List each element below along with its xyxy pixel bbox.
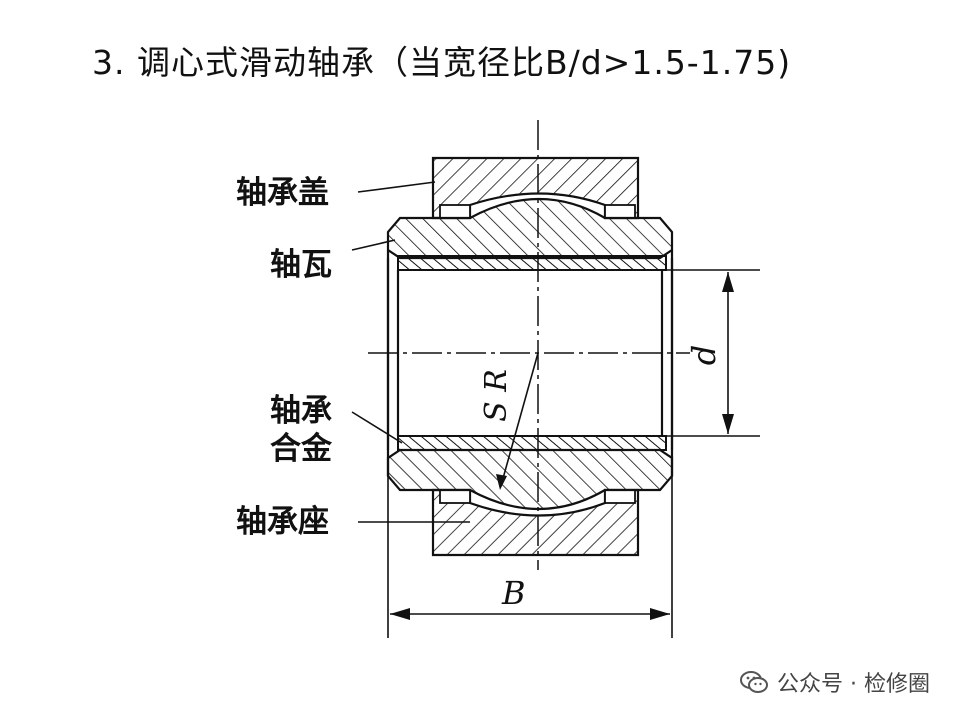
dim-label-d: d: [685, 344, 724, 366]
d-arrow-bottom: [722, 414, 734, 434]
alloy-liner-bottom: [397, 435, 667, 451]
page-title: 3. 调心式滑动轴承（当宽径比B/d>1.5-1.75): [92, 43, 792, 82]
label-bearing-cover: 轴承盖: [236, 175, 329, 211]
wechat-icon: [740, 671, 769, 693]
leader-alloy: [351, 411, 403, 444]
dim-label-b: B: [502, 574, 526, 612]
label-bearing-alloy-line1: 轴承: [270, 393, 332, 429]
bottom-left-pocket: [439, 489, 471, 504]
b-arrow-left: [390, 608, 410, 620]
top-left-pocket: [439, 204, 471, 219]
sr-radius-line: [501, 352, 539, 483]
d-arrow-top: [722, 272, 734, 292]
dim-label-sr: S R: [478, 369, 514, 422]
b-arrow-right: [650, 608, 670, 620]
alloy-liner-top: [397, 255, 667, 271]
bearing-shell-lower: [386, 448, 674, 510]
label-bearing-seat: 轴承座: [236, 504, 329, 540]
bore-left-edges: [386, 250, 674, 476]
bottom-right-pocket: [604, 489, 636, 504]
leader-shell: [351, 239, 396, 251]
sr-arrowhead: [496, 474, 507, 490]
leader-cover: [357, 181, 436, 193]
label-bearing-shell: 轴瓦: [270, 247, 332, 283]
bore-outline: [386, 258, 674, 450]
watermark: 公众号 · 检修圈: [739, 666, 930, 698]
label-bearing-alloy-line2: 合金: [270, 431, 332, 467]
watermark-text: 公众号 · 检修圈: [777, 672, 930, 697]
top-right-pocket: [604, 204, 636, 219]
